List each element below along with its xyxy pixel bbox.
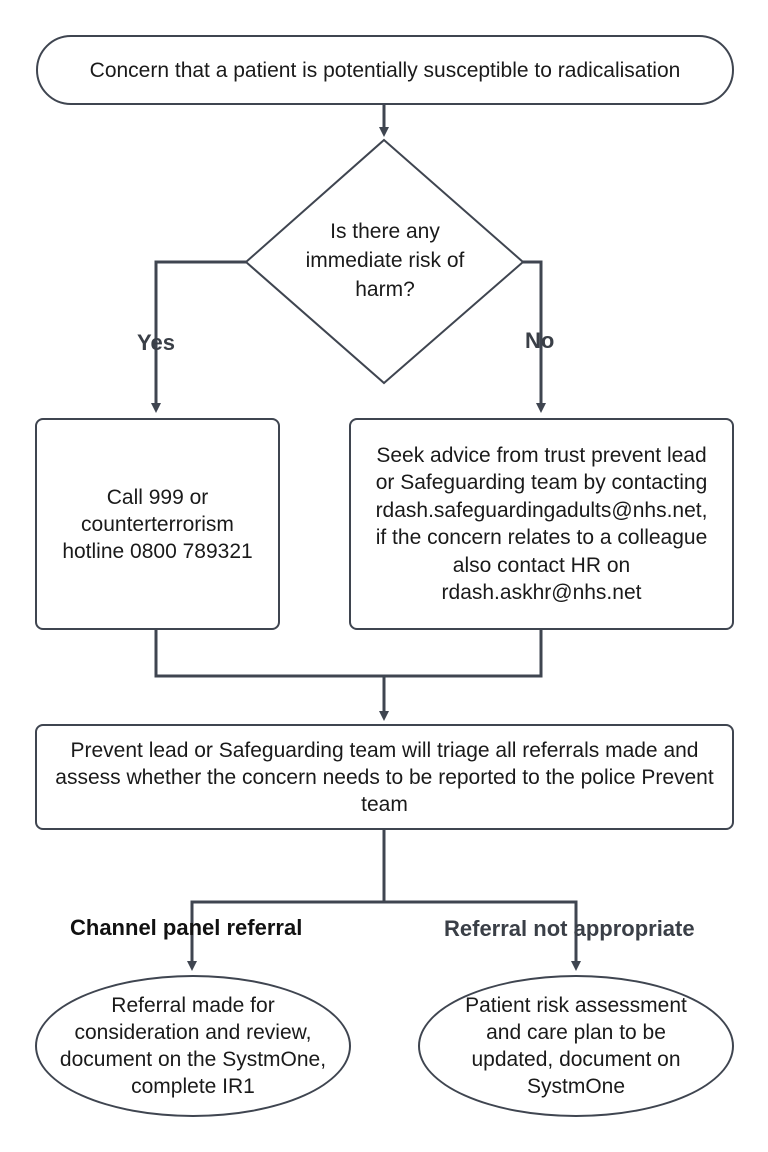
no-action-box: Seek advice from trust prevent lead or S… [349,418,734,630]
outcome-not-appropriate-text: Patient risk assessment and care plan to… [465,994,687,1098]
yes-action-box: Call 999 or counterterrorism hotline 080… [35,418,280,630]
referral-not-appropriate-label: Referral not appropriate [444,916,695,941]
outcome-channel-text: Referral made for consideration and revi… [59,994,327,1098]
no-action-line-2: or Safeguarding team by contacting [375,471,708,494]
start-node: Concern that a patient is potentially su… [36,35,734,105]
decision-text: Is there any immediate risk of harm? [305,219,465,301]
triage-box: Prevent lead or Safeguarding team will t… [35,724,734,830]
no-action-line-4: if the concern relates to a colleague [375,526,708,549]
no-action-line-5: also contact HR on [452,553,631,577]
outcome-not-appropriate-node: Patient risk assessment and care plan to… [418,975,734,1117]
no-action-line-6: rdash.askhr@nhs.net [441,581,642,604]
yes-action-text: Call 999 or counterterrorism hotline 080… [62,485,253,563]
connector-triage-split [187,830,386,971]
no-action-line-1: Seek advice from trust prevent lead [376,443,707,467]
no-label: No [525,328,555,353]
connector-no [523,260,546,413]
outcome-channel-node: Referral made for consideration and revi… [35,975,351,1117]
connector-yes-merge [154,629,384,678]
no-action-line-3: rdash.safeguardingadults@nhs.net, [375,498,708,522]
triage-text: Prevent lead or Safeguarding team will t… [55,738,714,816]
connector-yes [151,260,246,413]
start-text: Concern that a patient is potentially su… [89,58,681,82]
connector-no-merge [384,629,543,678]
channel-referral-label: Channel panel referral [70,915,303,940]
decision-diamond [244,138,525,385]
yes-label: Yes [137,330,175,355]
connector-triage-split-right [384,900,581,971]
